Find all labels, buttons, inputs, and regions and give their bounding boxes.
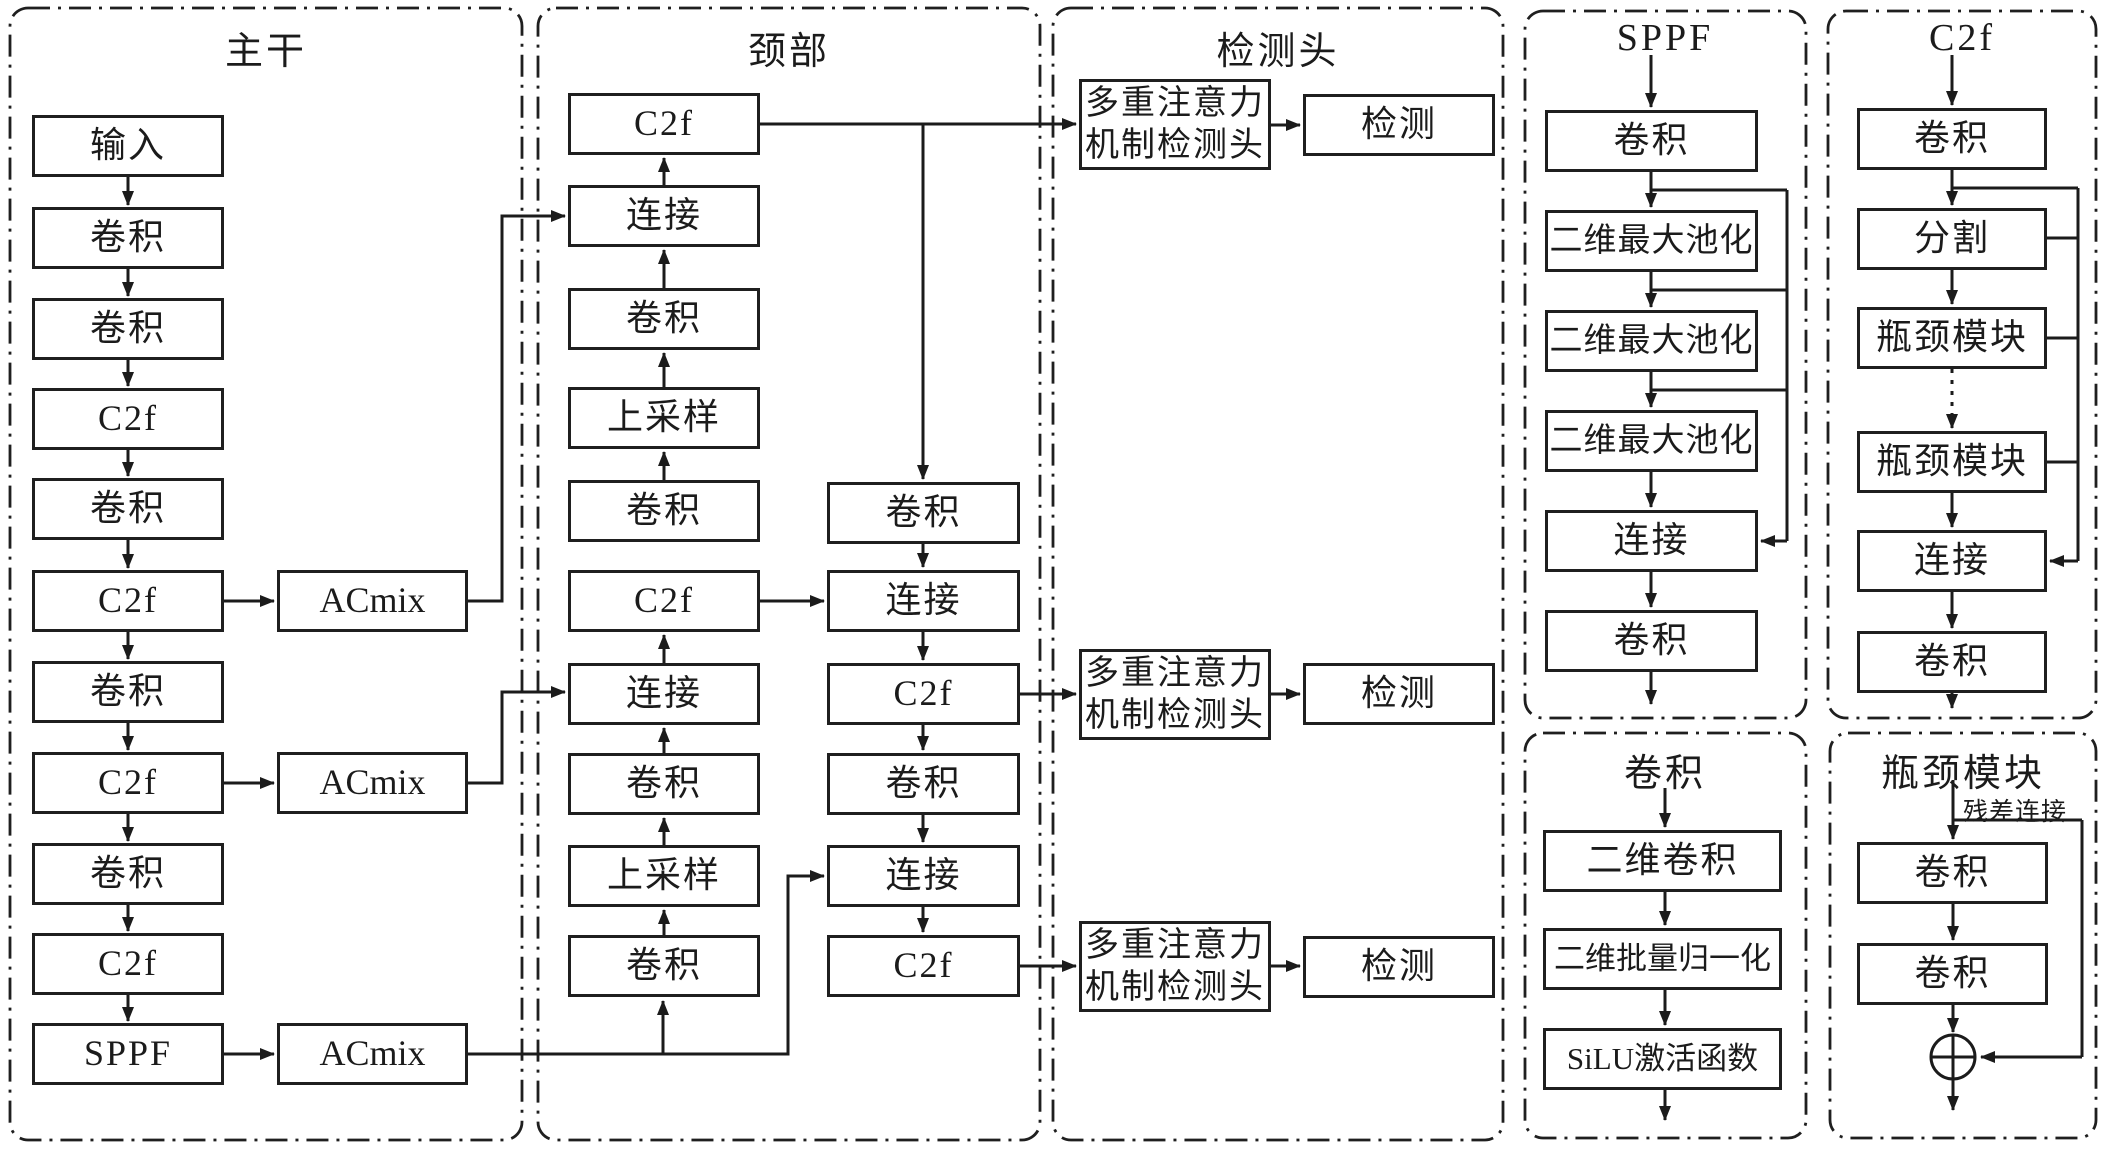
neck-right-c2f1: C2f [827,663,1020,725]
backbone-title: 主干 [224,31,307,73]
acmix-block-3: ACmix [277,1023,468,1085]
neck-left-upsample2: 上采样 [568,845,760,907]
sppf-title: SPPF [1616,17,1714,59]
sppf-conv2: 卷积 [1545,610,1758,672]
panel-borders [8,6,2098,1142]
sppf-concat: 连接 [1545,510,1758,572]
conv-panel-border [1523,731,1808,1140]
c2f-concat: 连接 [1857,530,2047,592]
acmix-block-2: ACmix [277,752,468,814]
backbone-node-conv4: 卷积 [32,661,224,723]
conv-title: 卷积 [1623,753,1706,795]
backbone-node-conv1: 卷积 [32,207,224,269]
backbone-node-c2f3: C2f [32,752,224,814]
head-title: 检测头 [1216,31,1340,73]
neck-right-concat1: 连接 [827,570,1020,632]
c2f-bottleneck1: 瓶颈模块 [1857,307,2047,369]
neck-right-conv2: 卷积 [827,753,1020,815]
bottleneck-title: 瓶颈模块 [1880,753,2045,795]
multi-attention-head-2-line1: 多重注意力 [1085,654,1265,692]
neck-right-concat2: 连接 [827,845,1020,907]
bottleneck-panel-border [1828,731,2098,1140]
c2f-title: C2f [1929,17,1995,59]
sppf-maxpool2: 二维最大池化 [1545,310,1758,372]
backbone-node-conv2: 卷积 [32,298,224,360]
sppf-maxpool3: 二维最大池化 [1545,410,1758,472]
sppf-conv1: 卷积 [1545,110,1758,172]
detect-box-3: 检测 [1303,936,1495,998]
multi-attention-head-3: 多重注意力 机制检测头 [1079,921,1271,1012]
backbone-panel-border [8,6,524,1142]
neck-panel-border [536,6,1042,1142]
neck-right-c2f2: C2f [827,935,1020,997]
neck-left-concat2: 连接 [568,663,760,725]
backbone-node-c2f2: C2f [32,570,224,632]
multi-attention-head-1-line1: 多重注意力 [1085,84,1265,122]
backbone-node-conv3: 卷积 [32,478,224,540]
multi-attention-head-1-line2: 机制检测头 [1085,126,1265,164]
neck-left-c2f-mid: C2f [568,570,760,632]
neck-title: 颈部 [747,31,830,73]
backbone-node-c2f1: C2f [32,388,224,450]
multi-attention-head-2: 多重注意力 机制检测头 [1079,649,1271,740]
head-panel-border [1051,6,1505,1142]
neck-right-conv1: 卷积 [827,482,1020,544]
residual-connection-label: 残差连接 [1962,799,2067,826]
detect-box-1: 检测 [1303,94,1495,156]
neck-left-conv4: 卷积 [568,935,760,997]
multi-attention-head-3-line1: 多重注意力 [1085,926,1265,964]
backbone-node-conv5: 卷积 [32,843,224,905]
acmix-block-1: ACmix [277,570,468,632]
neck-left-concat1: 连接 [568,185,760,247]
backbone-node-c2f4: C2f [32,933,224,995]
neck-left-conv2: 卷积 [568,480,760,542]
multi-attention-head-1: 多重注意力 机制检测头 [1079,79,1271,170]
conv-conv2d: 二维卷积 [1543,830,1782,892]
backbone-node-input: 输入 [32,115,224,177]
neck-left-conv3: 卷积 [568,753,760,815]
conv-silu: SiLU激活函数 [1543,1028,1782,1090]
conv-batchnorm2d: 二维批量归一化 [1543,928,1782,990]
multi-attention-head-2-line2: 机制检测头 [1085,696,1265,734]
connectors [122,55,2084,1121]
neck-left-conv1: 卷积 [568,288,760,350]
neck-left-upsample1: 上采样 [568,387,760,449]
bottleneck-conv1: 卷积 [1857,842,2048,904]
c2f-conv1: 卷积 [1857,108,2047,170]
bottleneck-conv2: 卷积 [1857,943,2048,1005]
multi-attention-head-3-line2: 机制检测头 [1085,968,1265,1006]
detect-box-2: 检测 [1303,663,1495,725]
backbone-node-sppf: SPPF [32,1023,224,1085]
c2f-split: 分割 [1857,208,2047,270]
c2f-conv2: 卷积 [1857,631,2047,693]
c2f-bottleneck2: 瓶颈模块 [1857,431,2047,493]
neck-left-c2f-top: C2f [568,93,760,155]
c2f-panel-border [1826,9,2098,720]
sppf-maxpool1: 二维最大池化 [1545,210,1758,272]
